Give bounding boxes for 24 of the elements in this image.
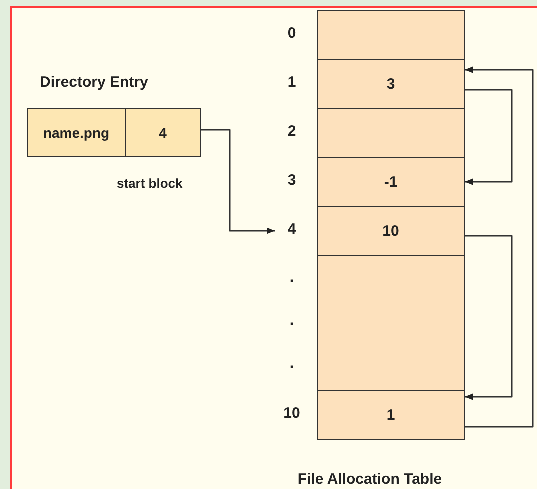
- next-block-value: 3: [386, 76, 396, 92]
- field-value: 4: [159, 124, 167, 140]
- block-index: 4: [286, 221, 298, 238]
- ellipsis-dot: .: [288, 269, 296, 286]
- block-index: 2: [286, 123, 298, 140]
- ellipsis-dot: .: [288, 312, 296, 329]
- field-caption: start block: [117, 176, 183, 191]
- directory-field: [125, 108, 201, 157]
- section-heading: Directory Entry: [40, 74, 148, 91]
- next-block-value: -1: [384, 174, 398, 190]
- block-index: 10: [282, 405, 302, 422]
- arrow: [465, 66, 534, 428]
- block-index: 0: [286, 25, 298, 42]
- ellipsis-dot: .: [288, 355, 296, 372]
- field-value: name.png: [43, 124, 110, 140]
- next-block-value: 1: [386, 406, 396, 424]
- table-title: File Allocation Table: [296, 471, 444, 488]
- arrow: [465, 235, 513, 400]
- block-index: 1: [286, 74, 298, 91]
- next-block-value: 10: [382, 222, 400, 240]
- arrow: [465, 89, 513, 186]
- arrow: [201, 129, 275, 234]
- directory-field: [27, 108, 126, 157]
- block-index: 3: [286, 172, 298, 189]
